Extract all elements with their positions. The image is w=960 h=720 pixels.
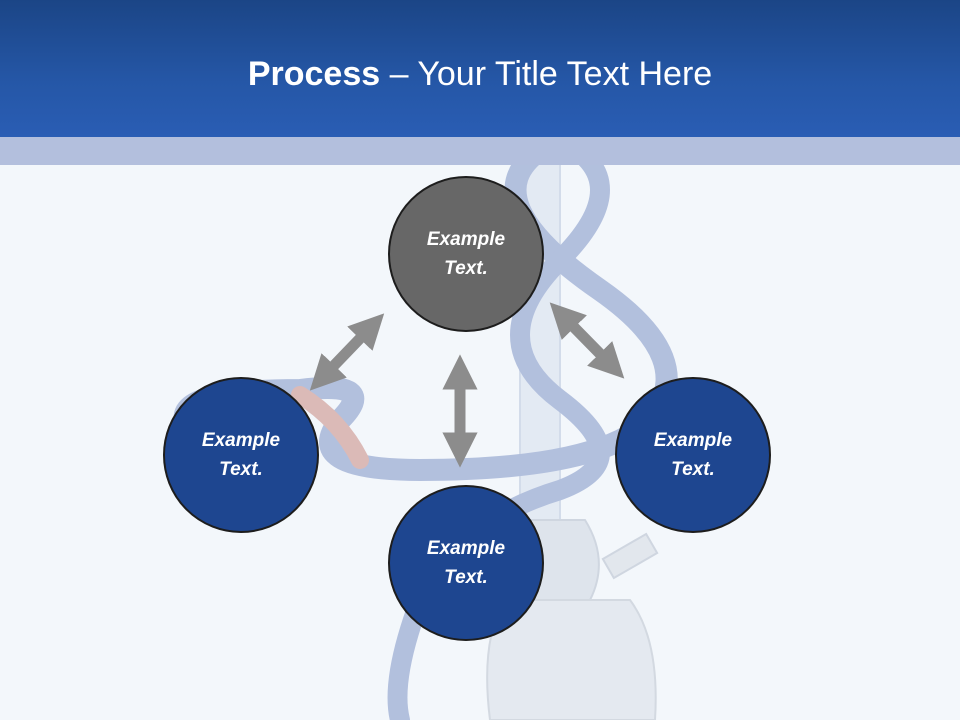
slide-title: Process – Your Title Text Here — [0, 52, 960, 96]
node-bottom-label: Example Text. — [426, 538, 506, 588]
title-rest: – Your Title Text Here — [380, 55, 713, 93]
node-left-label: Example Text. — [201, 430, 281, 480]
header-band — [0, 137, 960, 165]
double-arrow — [309, 313, 385, 391]
title-bold: Process — [247, 55, 381, 93]
node-bottom: Example Text. — [388, 485, 544, 641]
node-right: Example Text. — [615, 377, 771, 533]
node-left: Example Text. — [163, 377, 319, 533]
node-top: Example Text. — [388, 176, 544, 332]
title-bar: Process – Your Title Text Here — [0, 0, 960, 137]
node-right-label: Example Text. — [653, 430, 733, 480]
node-top-label: Example Text. — [426, 229, 506, 279]
double-arrow — [549, 302, 625, 379]
